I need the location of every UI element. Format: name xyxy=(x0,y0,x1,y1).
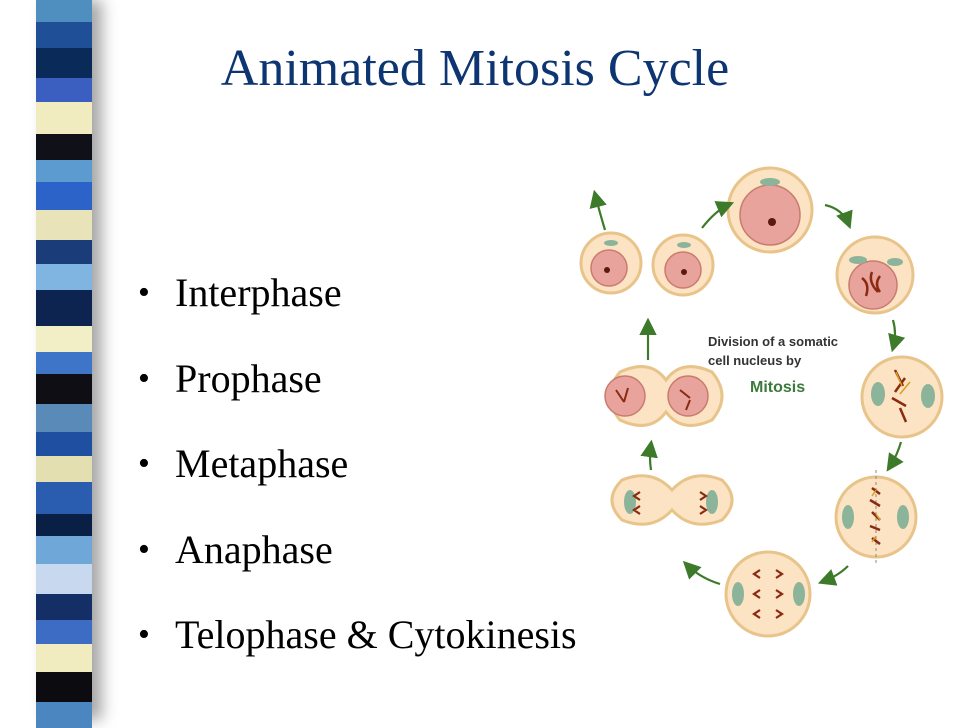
slide-title: Animated Mitosis Cycle xyxy=(220,40,730,97)
cell-early-prophase xyxy=(835,235,915,315)
arrow-to-cytokinesis xyxy=(640,439,658,471)
stripe-segment xyxy=(36,0,92,22)
stripe-segment xyxy=(36,134,92,160)
stripe-segment xyxy=(36,22,92,48)
diagram-caption-line2: cell nucleus by xyxy=(708,353,802,368)
stripe-segment xyxy=(36,160,92,182)
bullet-interphase: Interphase xyxy=(138,272,577,315)
cell-anaphase xyxy=(724,550,812,638)
stripe-segment xyxy=(36,78,92,102)
stripe-segment xyxy=(36,514,92,536)
cell-daughter-right xyxy=(651,233,715,297)
stripe-segment xyxy=(36,432,92,456)
stripe-segment xyxy=(36,290,92,326)
cell-prometaphase xyxy=(860,355,944,439)
stripe-segment xyxy=(36,352,92,374)
mitosis-cycle-diagram: Division of a somatic cell nucleus by Mi… xyxy=(579,166,944,638)
stripe-segment xyxy=(36,672,92,702)
stripe-segment xyxy=(36,264,92,290)
cell-daughter-left xyxy=(579,231,643,295)
diagram-caption-line1: Division of a somatic xyxy=(708,334,838,349)
stripe-segment xyxy=(36,240,92,264)
stripe-segment xyxy=(36,644,92,672)
arrow-to-anaphase xyxy=(817,565,849,586)
decorative-left-stripe-bar xyxy=(36,0,92,728)
stripe-segment xyxy=(36,564,92,594)
stripe-segment xyxy=(36,102,92,134)
stripe-segment xyxy=(36,182,92,210)
stripe-segment xyxy=(36,404,92,432)
cell-interphase xyxy=(726,166,814,254)
bullet-anaphase: Anaphase xyxy=(138,528,577,571)
cell-cytokinesis xyxy=(604,365,724,427)
arrow-daughter-exit xyxy=(589,189,607,231)
stripe-segment xyxy=(36,456,92,482)
stripe-segment xyxy=(36,482,92,514)
arrow-to-telophase xyxy=(682,560,721,586)
bullet-metaphase: Metaphase xyxy=(138,443,577,486)
arrow-to-prometaphase xyxy=(888,319,906,353)
stripe-segment xyxy=(36,594,92,620)
cell-telophase xyxy=(610,474,734,526)
bullet-prophase: Prophase xyxy=(138,357,577,400)
stripe-segment xyxy=(36,48,92,78)
arrow-to-metaphase xyxy=(886,441,904,472)
cell-metaphase xyxy=(834,470,918,565)
phase-bullet-list: Interphase Prophase Metaphase Anaphase T… xyxy=(138,272,577,700)
stripe-segment xyxy=(36,620,92,644)
arrow-to-interphase xyxy=(701,201,735,229)
stripe-segment xyxy=(36,374,92,404)
stripe-segment xyxy=(36,702,92,728)
diagram-caption-mitosis: Mitosis xyxy=(750,379,805,396)
arrow-to-early-prophase xyxy=(824,203,853,230)
cycle-arrows xyxy=(589,189,906,586)
stripe-segment xyxy=(36,210,92,240)
stripe-segment xyxy=(36,536,92,564)
stripe-segment xyxy=(36,326,92,352)
bullet-telophase-cytokinesis: Telophase & Cytokinesis xyxy=(138,614,577,657)
